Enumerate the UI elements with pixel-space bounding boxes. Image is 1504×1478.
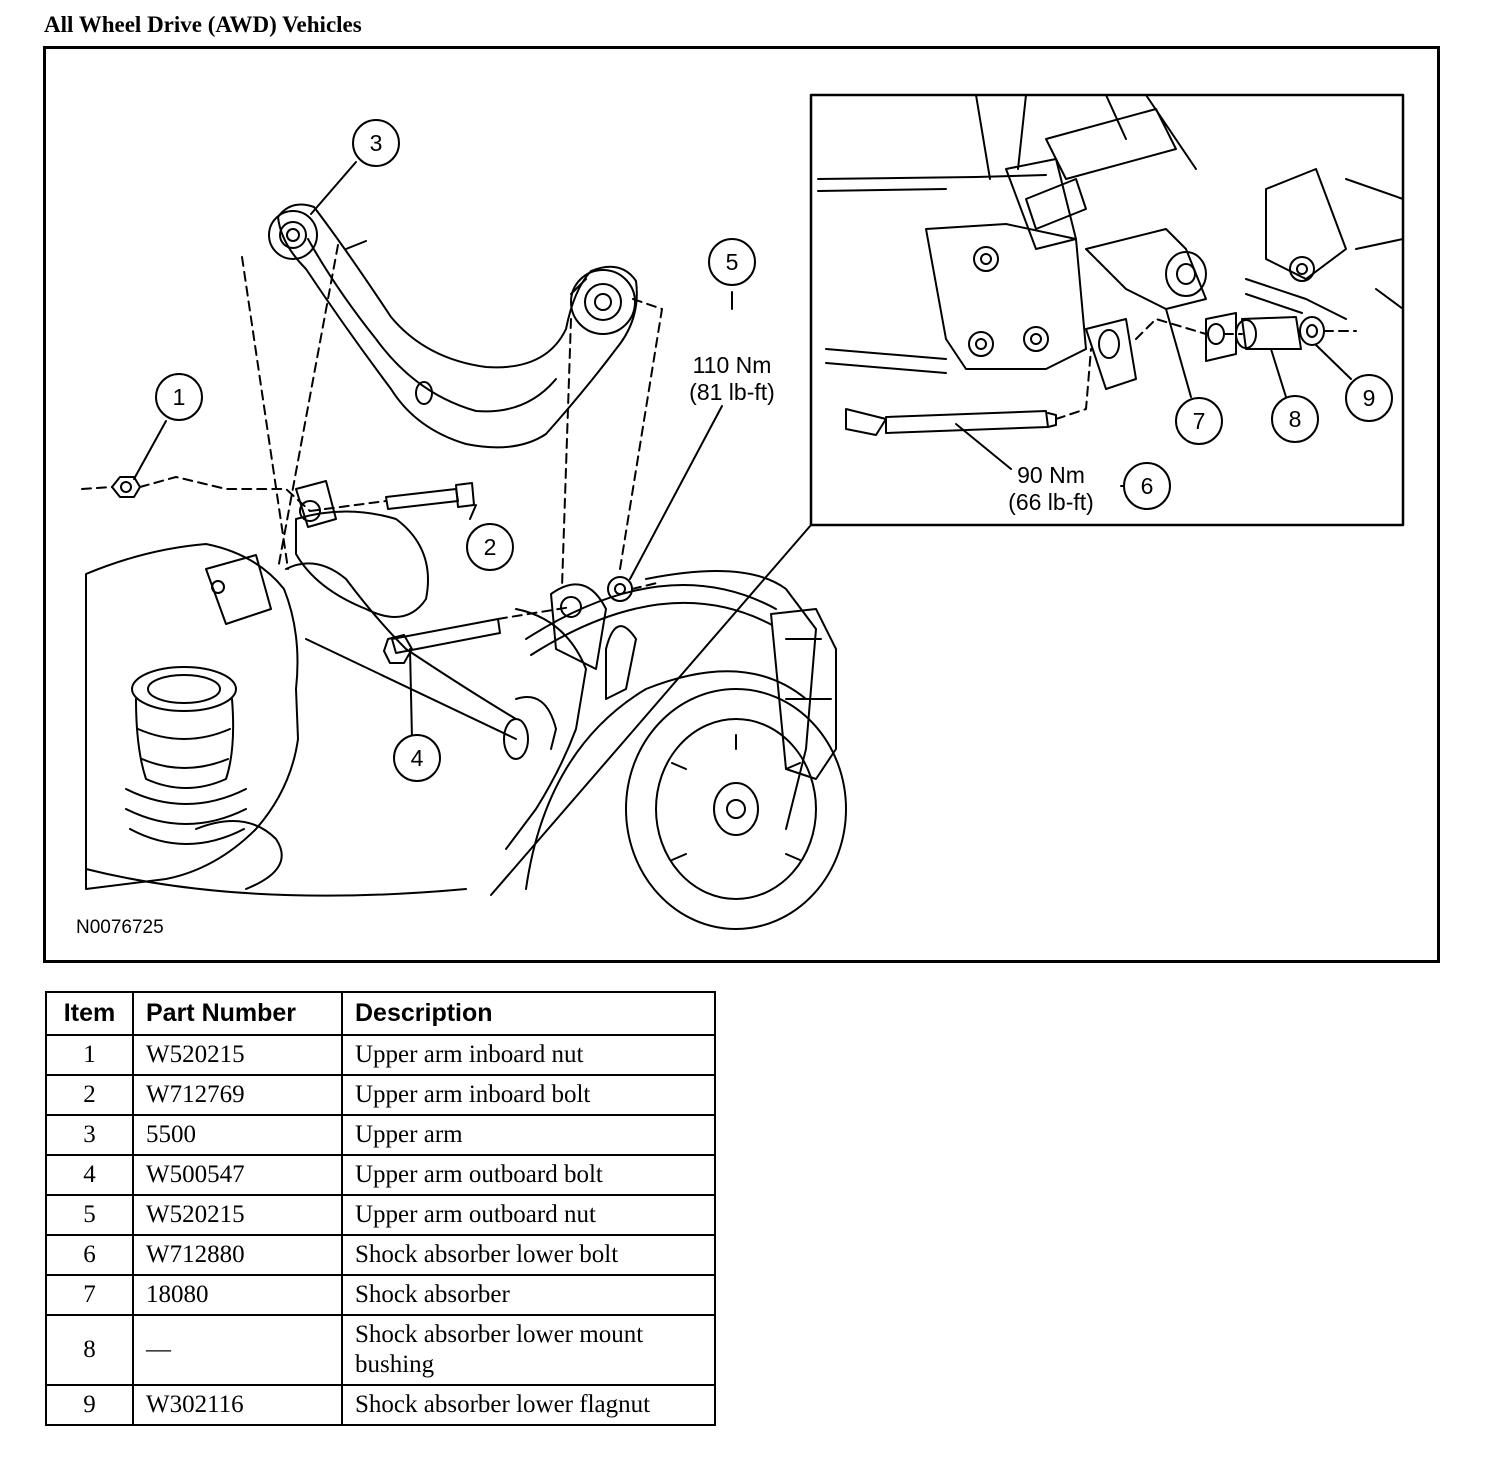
cell-part-number: 18080 xyxy=(132,1274,343,1316)
svg-text:5: 5 xyxy=(726,249,739,275)
callout-7: 7 xyxy=(1175,397,1223,445)
cell-description: Upper arm outboard bolt xyxy=(341,1154,716,1196)
cell-item: 3 xyxy=(45,1114,134,1156)
knuckle-and-spring-drawing xyxy=(85,510,557,897)
cell-item: 1 xyxy=(45,1034,134,1076)
cell-description: Shock absorber lower bolt xyxy=(341,1234,716,1276)
inset-suspension-drawing xyxy=(817,94,1404,436)
cell-part-number: W520215 xyxy=(132,1194,343,1236)
table-row: 6 W712880 Shock absorber lower bolt xyxy=(45,1234,716,1276)
callout-6-torque: 90 Nm xyxy=(1017,462,1085,488)
cell-part-number: — xyxy=(132,1314,343,1386)
inset-pointer-line xyxy=(490,524,812,896)
table-header-row: Item Part Number Description xyxy=(45,991,716,1036)
illustration-canvas: 1 2 3 4 5 110 Nm (81 lb-ft) 6 xyxy=(76,93,1405,938)
column-header-description: Description xyxy=(341,991,716,1036)
cell-item: 9 xyxy=(45,1384,134,1426)
column-header-item: Item xyxy=(45,991,134,1036)
callout-1: 1 xyxy=(155,373,203,421)
detail-inset-frame xyxy=(809,93,1405,527)
cell-part-number: W500547 xyxy=(132,1154,343,1196)
exploded-view-illustration: 1 2 3 4 5 110 Nm (81 lb-ft) 6 xyxy=(43,46,1440,963)
column-header-part-number: Part Number xyxy=(132,991,343,1036)
table-row: 8 — Shock absorber lower mount bushing xyxy=(45,1314,716,1386)
svg-text:1: 1 xyxy=(173,384,186,410)
cell-part-number: 5500 xyxy=(132,1114,343,1156)
table-row: 4 W500547 Upper arm outboard bolt xyxy=(45,1154,716,1196)
cell-description: Shock absorber xyxy=(341,1274,716,1316)
cell-item: 2 xyxy=(45,1074,134,1116)
cell-part-number: W520215 xyxy=(132,1034,343,1076)
callout-6: 6 90 Nm (66 lb-ft) xyxy=(1008,462,1171,515)
inset-assembly-guide-lines xyxy=(1055,318,1357,420)
svg-text:9: 9 xyxy=(1363,385,1376,411)
svg-text:3: 3 xyxy=(370,130,383,156)
cell-item: 6 xyxy=(45,1234,134,1276)
callout-5-torque: 110 Nm xyxy=(693,352,772,378)
svg-text:6: 6 xyxy=(1141,473,1154,499)
cell-item: 4 xyxy=(45,1154,134,1196)
inset-leader-lines xyxy=(955,308,1352,487)
cell-description: Upper arm inboard nut xyxy=(341,1034,716,1076)
callout-2: 2 xyxy=(466,523,514,571)
svg-text:7: 7 xyxy=(1193,408,1206,434)
cell-description: Shock absorber lower mount bushing xyxy=(341,1314,716,1386)
parts-table: Item Part Number Description 1 W520215 U… xyxy=(45,991,716,1426)
callout-group: 1 2 3 4 5 110 Nm (81 lb-ft) 6 xyxy=(155,119,1393,782)
svg-text:4: 4 xyxy=(411,745,424,771)
table-row: 9 W302116 Shock absorber lower flagnut xyxy=(45,1384,716,1426)
page-title: All Wheel Drive (AWD) Vehicles xyxy=(44,12,362,37)
cell-part-number: W712769 xyxy=(132,1074,343,1116)
table-row: 7 18080 Shock absorber xyxy=(45,1274,716,1316)
svg-text:8: 8 xyxy=(1289,406,1302,432)
upper-arm-drawing xyxy=(268,203,638,449)
cell-description: Upper arm xyxy=(341,1114,716,1156)
brake-assembly-drawing xyxy=(505,570,847,930)
callout-8: 8 xyxy=(1271,395,1319,443)
cell-part-number: W302116 xyxy=(132,1384,343,1426)
cell-description: Upper arm inboard bolt xyxy=(341,1074,716,1116)
table-row: 5 W520215 Upper arm outboard nut xyxy=(45,1194,716,1236)
cell-item: 7 xyxy=(45,1274,134,1316)
callout-5: 5 110 Nm (81 lb-ft) xyxy=(689,238,775,405)
table-row: 1 W520215 Upper arm inboard nut xyxy=(45,1034,716,1076)
table-row: 3 5500 Upper arm xyxy=(45,1114,716,1156)
cell-description: Upper arm outboard nut xyxy=(341,1194,716,1236)
cell-item: 8 xyxy=(45,1314,134,1386)
cell-item: 5 xyxy=(45,1194,134,1236)
figure-id: N0076725 xyxy=(76,917,164,938)
callout-6-torque-imperial: (66 lb-ft) xyxy=(1008,489,1094,515)
cell-part-number: W712880 xyxy=(132,1234,343,1276)
callout-4: 4 xyxy=(393,734,441,782)
svg-text:2: 2 xyxy=(484,534,497,560)
callout-5-torque-imperial: (81 lb-ft) xyxy=(689,379,775,405)
callout-9: 9 xyxy=(1345,374,1393,422)
table-row: 2 W712769 Upper arm inboard bolt xyxy=(45,1074,716,1116)
cell-description: Shock absorber lower flagnut xyxy=(341,1384,716,1426)
callout-3: 3 xyxy=(352,119,400,167)
assembly-guide-lines xyxy=(81,244,663,620)
callout-leader-lines xyxy=(133,161,733,740)
